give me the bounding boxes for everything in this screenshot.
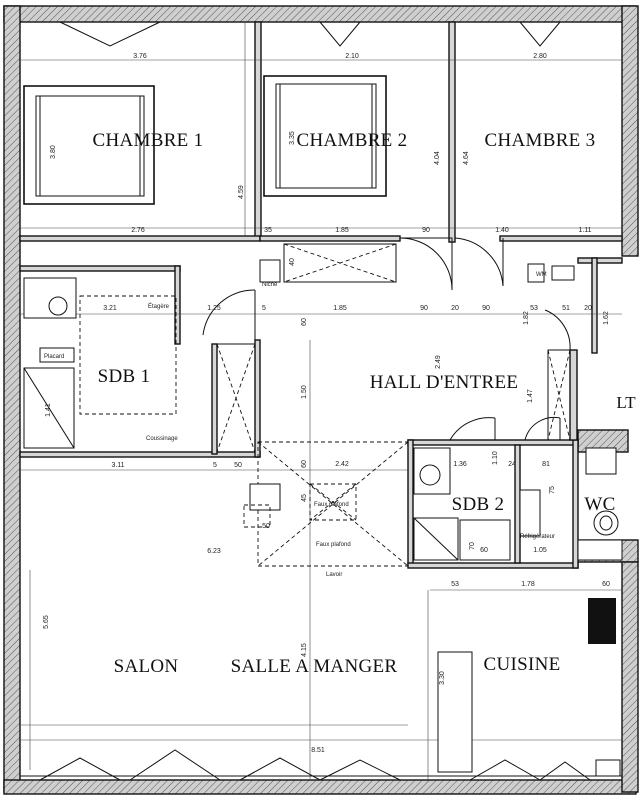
dim-90c: 90 (482, 305, 490, 312)
dim-40: 40 (289, 258, 296, 266)
dim-24: 24 (508, 461, 516, 468)
sdb1-fixtures (23, 277, 177, 449)
notes: Niche Étagère Placard Coussinage Faux pl… (44, 272, 555, 578)
top-windows (55, 21, 600, 47)
dim-20a: 20 (451, 305, 459, 312)
bottom-windows (20, 749, 622, 781)
closet-hall (283, 243, 397, 283)
interior-walls (19, 21, 623, 569)
dim-53b: 53 (451, 581, 459, 588)
dim-50b: 50 (262, 523, 270, 530)
note-etagere: Étagère (148, 303, 170, 310)
dim-cuisine-depth: 3.30 (439, 671, 446, 685)
dim-60d: 60 (602, 581, 610, 588)
note-faux-plafond: Faux plafond (316, 542, 351, 548)
bed-chambre-2 (263, 75, 387, 197)
dim-125: 1.25 (207, 305, 221, 312)
exterior-walls (3, 5, 639, 795)
doors (202, 237, 571, 441)
dim-53: 53 (530, 305, 538, 312)
note-niche: Niche (262, 282, 278, 288)
note-wm: WM (536, 272, 547, 278)
dim-150: 1.50 (301, 385, 308, 399)
guide-lines (20, 22, 622, 780)
dim-45: 45 (301, 494, 308, 502)
dim-cuisine-top: 1.78 (521, 581, 535, 588)
dim-105: 1.05 (533, 547, 547, 554)
dim-51: 51 (562, 305, 570, 312)
label-lt: LT (616, 393, 636, 412)
dim-sdb1-side: 1.41 (45, 403, 52, 417)
sdb2-fixtures (413, 447, 511, 561)
wc-fixtures (519, 447, 619, 537)
note-louer: Lavoir (326, 572, 342, 578)
dim-c3-side: 4.64 (463, 151, 470, 165)
note-refrigerateur: Réfrigérateur (520, 534, 555, 540)
dim-60c: 60 (480, 547, 488, 554)
dim-c1-height: 3.80 (50, 145, 57, 159)
dim-bottom-total: 8.51 (311, 747, 325, 754)
dim-hall-depth: 2.49 (435, 355, 442, 369)
dim-20b: 20 (584, 305, 592, 312)
label-chambre-2: CHAMBRE 2 (297, 130, 408, 151)
note-placard: Placard (44, 354, 64, 360)
dim-c1-depth: 4.59 (238, 185, 245, 199)
dim-147: 1.47 (527, 389, 534, 403)
dim-90a: 90 (422, 227, 430, 234)
dim-c2-height: 3.35 (289, 131, 296, 145)
label-sdb-1: SDB 1 (98, 366, 151, 387)
label-chambre-3: CHAMBRE 3 (485, 130, 596, 151)
dim-salon-width: 6.23 (207, 548, 221, 555)
niche (243, 259, 575, 528)
dim-75: 75 (549, 486, 556, 494)
dim-c2-bottom: 1.85 (335, 227, 349, 234)
dim-110: 1.10 (492, 451, 499, 465)
label-sdb-2: SDB 2 (452, 494, 505, 515)
closet-right (547, 349, 571, 441)
dim-top-c2: 2.10 (345, 53, 359, 60)
dim-90b: 90 (420, 305, 428, 312)
dim-sdb2-top: 1.36 (453, 461, 467, 468)
bed-chambre-1 (23, 85, 155, 205)
dim-c3-right: 1.11 (578, 227, 591, 234)
dim-70: 70 (469, 542, 476, 550)
dim-5b: 5 (213, 462, 217, 469)
dim-sdb1-top: 3.21 (103, 305, 117, 312)
note-faux-plafond-box: Faux plafond (314, 502, 349, 508)
dim-c3-bottom: 1.40 (495, 227, 509, 234)
dimension-labels: 3.76 2.10 2.80 3.80 4.59 3.35 4.04 4.64 … (43, 53, 610, 754)
dim-182: 1.82 (523, 311, 530, 325)
dim-salon-depth: 5.65 (43, 615, 50, 629)
dim-60b: 60 (301, 460, 308, 468)
dim-sam-depth: 4.15 (301, 643, 308, 657)
dim-5: 5 (262, 305, 266, 312)
dim-60: 60 (301, 318, 308, 326)
dim-sdb1-bottom: 3.11 (111, 462, 124, 469)
dim-35: 35 (264, 227, 272, 234)
note-soubassement: Coussinage (146, 436, 178, 442)
closet-sdb1 (216, 343, 256, 453)
dim-c1-bottom: 2.76 (131, 227, 145, 234)
kitchen-fixtures (437, 539, 623, 777)
label-wc: WC (584, 494, 615, 515)
dim-top-c3: 2.80 (533, 53, 547, 60)
dim-50: 50 (234, 462, 242, 469)
label-cuisine: CUISINE (483, 654, 560, 675)
dim-162: 1.62 (603, 311, 610, 325)
faux-plafond-box (309, 483, 357, 521)
dim-hall-top: 1.85 (333, 305, 347, 312)
label-chambre-1: CHAMBRE 1 (93, 130, 204, 151)
label-salle-a-manger: SALLE A MANGER (231, 656, 398, 677)
dim-242: 2.42 (335, 461, 349, 468)
dim-c2-side: 4.04 (434, 151, 441, 165)
label-salon: SALON (114, 656, 179, 677)
dim-top-c1: 3.76 (133, 53, 147, 60)
dim-81: 81 (542, 461, 550, 468)
label-hall-entree: HALL D'ENTREE (370, 372, 519, 393)
